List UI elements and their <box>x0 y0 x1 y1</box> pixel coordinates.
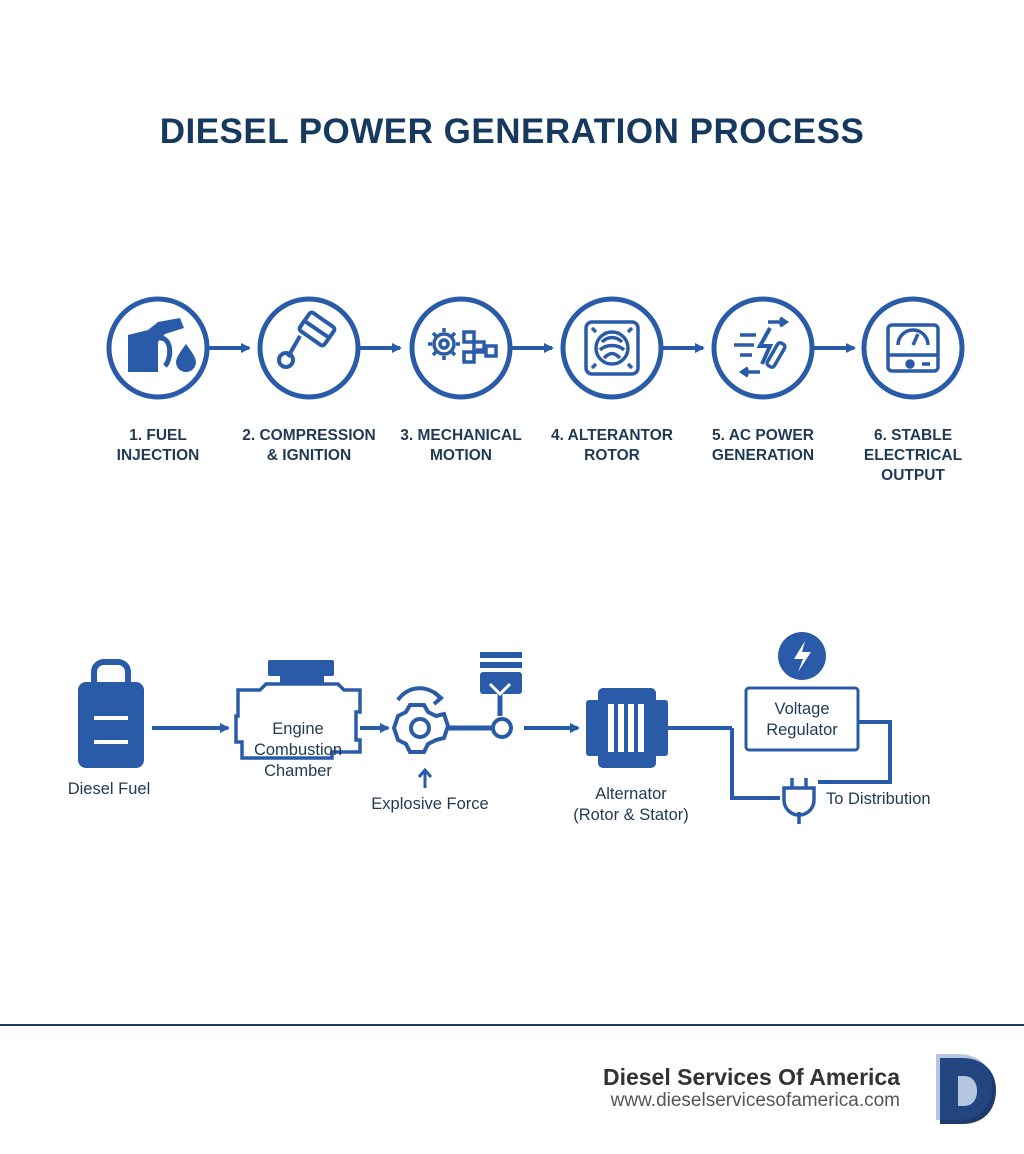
up-arrow-icon <box>417 767 433 788</box>
voltage-regulator-box <box>744 686 860 752</box>
step-label-6: 6. STABLE ELECTRICAL OUTPUT <box>863 427 963 484</box>
step-label-4: 4. ALTERANTOR ROTOR <box>551 427 673 464</box>
alternator-label: Alternator (Rotor & Stator) <box>573 785 689 824</box>
voltage-regulator-label: Voltage Regulator <box>766 700 838 739</box>
step-circle-1 <box>106 296 210 400</box>
diesel-fuel-label: Diesel Fuel <box>67 780 151 798</box>
step-circle-6 <box>861 296 965 400</box>
engine-block-icon <box>234 660 362 760</box>
website-url: www.dieselservicesofamerica.com <box>610 1090 900 1111</box>
step-label-3: 3. MECHANICAL MOTION <box>400 427 522 464</box>
footer-divider <box>0 1024 1024 1026</box>
page-title: DIESEL POWER GENERATION PROCESS <box>159 112 865 151</box>
meter-icon <box>886 323 940 373</box>
piston-head-icon <box>480 652 522 697</box>
step-label-5: 5. AC POWER GENERATION <box>711 427 815 464</box>
line-to-plug <box>730 728 780 800</box>
line-regulator-loop <box>818 720 892 784</box>
rotor-icon <box>584 320 640 376</box>
step-circle-3 <box>409 296 513 400</box>
fuel-nozzle-icon <box>128 318 196 372</box>
plug-icon <box>782 778 816 824</box>
piston-icon <box>277 310 337 369</box>
step-circle-4 <box>560 296 664 400</box>
crankshaft-icon <box>391 686 513 754</box>
explosive-force-label: Explosive Force <box>371 795 489 813</box>
step-circle-2 <box>257 296 361 400</box>
engine-label: Engine Combustion Chamber <box>253 720 343 780</box>
step-label-2: 2. COMPRESSION & IGNITION <box>242 427 376 464</box>
power-bolt-icon <box>778 632 826 680</box>
company-name: Diesel Services Of America <box>602 1064 900 1090</box>
step-circle-5 <box>711 296 815 400</box>
lightning-icon <box>734 316 790 378</box>
step-label-1: 1. FUEL INJECTION <box>116 427 200 464</box>
distribution-label: To Distribution <box>826 790 931 808</box>
gears-icon <box>428 328 498 364</box>
fuel-tank-icon <box>78 659 144 768</box>
alternator-icon <box>586 688 668 768</box>
